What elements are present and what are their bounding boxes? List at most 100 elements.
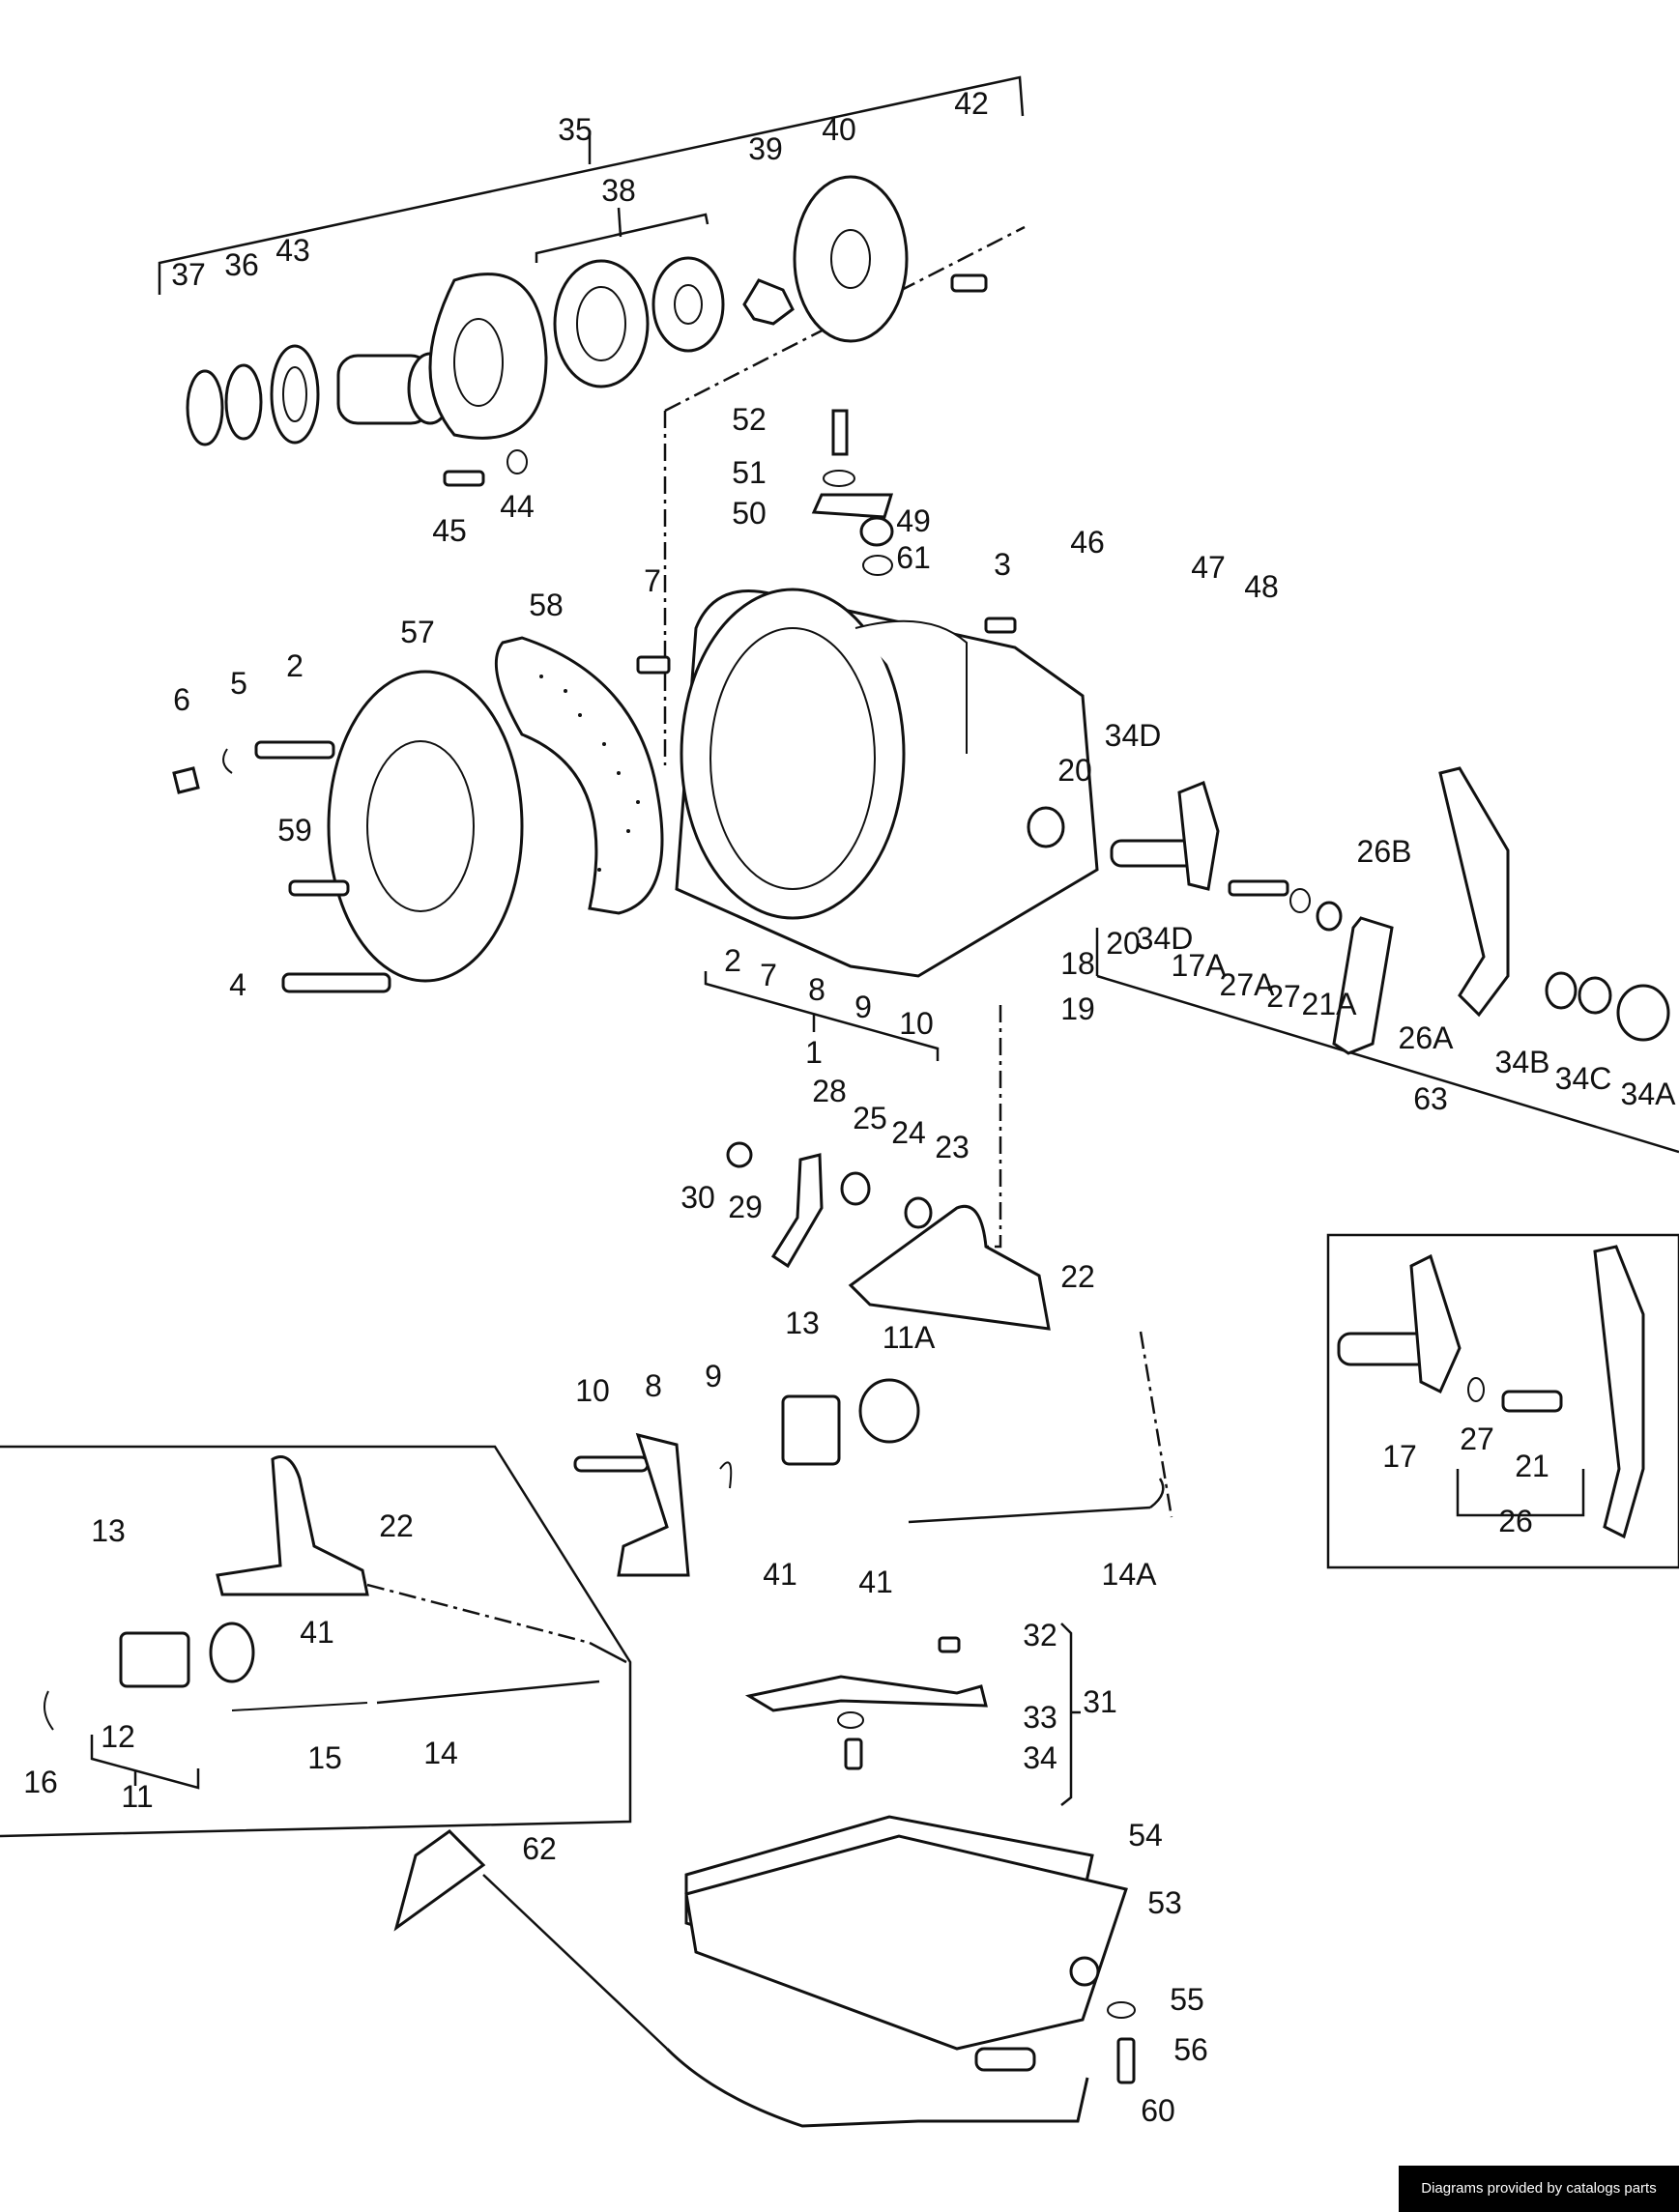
callout-21a: 21A	[1302, 987, 1358, 1021]
callout-41: 41	[763, 1557, 797, 1592]
callout-34a: 34A	[1621, 1077, 1677, 1111]
callout-26: 26	[1498, 1504, 1533, 1538]
callout-40: 40	[822, 112, 856, 147]
callout-36: 36	[224, 247, 259, 282]
lever-31-group	[744, 1636, 988, 1770]
callout-14: 14	[423, 1736, 458, 1770]
callout-53: 53	[1147, 1885, 1182, 1920]
callout-29: 29	[728, 1190, 763, 1224]
callout-62: 62	[522, 1831, 557, 1866]
callout-44: 44	[500, 489, 535, 524]
callout-50: 50	[732, 496, 767, 531]
callout-31: 31	[1083, 1684, 1117, 1719]
callout-41: 41	[300, 1615, 334, 1650]
callout-39: 39	[748, 131, 783, 166]
callout-55: 55	[1170, 1982, 1204, 2017]
callout-24: 24	[891, 1115, 926, 1150]
callout-46: 46	[1070, 525, 1105, 560]
callout-60: 60	[1141, 2093, 1175, 2128]
callout-2: 2	[724, 943, 741, 978]
callout-20: 20	[1106, 926, 1141, 961]
callout-9: 9	[705, 1359, 722, 1393]
callout-13: 13	[785, 1306, 820, 1340]
linkage-group	[573, 1141, 1165, 1577]
callout-7: 7	[760, 958, 777, 992]
inset-frame-right	[1326, 1233, 1679, 1569]
callout-58: 58	[529, 588, 564, 622]
hardware-top-center	[811, 409, 894, 576]
front-plate-and-gasket	[327, 636, 664, 983]
callout-5: 5	[230, 666, 247, 701]
callout-22: 22	[1060, 1259, 1095, 1294]
callout-6: 6	[173, 682, 190, 717]
callout-63: 63	[1413, 1081, 1448, 1116]
callout-9: 9	[854, 990, 872, 1024]
callout-49: 49	[896, 503, 931, 538]
callout-7: 7	[644, 563, 661, 598]
callout-37: 37	[171, 257, 206, 292]
callout-54: 54	[1128, 1818, 1163, 1853]
callout-18: 18	[1060, 946, 1095, 981]
callout-10: 10	[899, 1006, 934, 1041]
callout-20: 20	[1057, 753, 1092, 788]
callout-34: 34	[1023, 1740, 1057, 1775]
callout-51: 51	[732, 455, 767, 490]
callout-26b: 26B	[1357, 834, 1412, 869]
callout-17a: 17A	[1172, 948, 1228, 983]
callout-41: 41	[858, 1565, 893, 1599]
callout-17: 17	[1382, 1439, 1417, 1474]
inset-frame-left	[0, 1445, 632, 1838]
callout-34d: 34D	[1105, 718, 1162, 753]
callout-11a: 11A	[883, 1320, 936, 1355]
callout-42: 42	[954, 86, 989, 121]
callout-61: 61	[896, 540, 931, 575]
selector-shaft-group	[1110, 766, 1670, 1055]
right-inset-parts	[1337, 1245, 1645, 1539]
callout-10: 10	[575, 1373, 610, 1408]
callout-4: 4	[229, 967, 246, 1002]
left-inset-parts	[43, 1455, 600, 1731]
callout-22: 22	[379, 1508, 414, 1543]
callout-28: 28	[812, 1074, 847, 1108]
callout-2: 2	[286, 648, 304, 683]
callout-33: 33	[1023, 1700, 1057, 1735]
callout-13: 13	[91, 1513, 126, 1548]
pump-assembly	[186, 175, 988, 487]
callout-30: 30	[680, 1180, 715, 1215]
callout-34c: 34C	[1555, 1061, 1612, 1096]
callout-32: 32	[1023, 1618, 1057, 1652]
callout-15: 15	[307, 1740, 342, 1775]
credit-banner: Diagrams provided by catalogs parts	[1399, 2166, 1679, 2212]
callout-38: 38	[601, 173, 636, 208]
callout-8: 8	[808, 972, 825, 1007]
callout-34d: 34D	[1137, 921, 1194, 956]
callout-25: 25	[853, 1101, 887, 1135]
callout-8: 8	[645, 1368, 662, 1403]
callout-56: 56	[1173, 2032, 1208, 2067]
callout-11: 11	[121, 1779, 153, 1814]
callout-43: 43	[275, 233, 310, 268]
callout-27a: 27A	[1220, 967, 1276, 1002]
callout-3: 3	[994, 547, 1011, 582]
group-brackets	[90, 75, 1679, 1806]
callout-45: 45	[432, 513, 467, 548]
callout-14a: 14A	[1102, 1557, 1158, 1592]
callout-27: 27	[1460, 1422, 1494, 1456]
callout-35: 35	[558, 112, 593, 147]
callout-26a: 26A	[1399, 1020, 1455, 1055]
callout-52: 52	[732, 402, 767, 437]
callout-23: 23	[935, 1130, 970, 1164]
callout-34b: 34B	[1495, 1045, 1550, 1079]
callout-27: 27	[1266, 979, 1301, 1014]
callout-57: 57	[400, 615, 435, 649]
callout-21: 21	[1515, 1449, 1549, 1483]
callout-1: 1	[805, 1035, 823, 1070]
callout-47: 47	[1191, 550, 1226, 585]
oil-pan-group	[393, 1815, 1136, 2128]
callout-19: 19	[1060, 991, 1095, 1026]
callout-12: 12	[101, 1719, 135, 1754]
callout-16: 16	[23, 1765, 58, 1799]
studs-left	[172, 740, 391, 993]
